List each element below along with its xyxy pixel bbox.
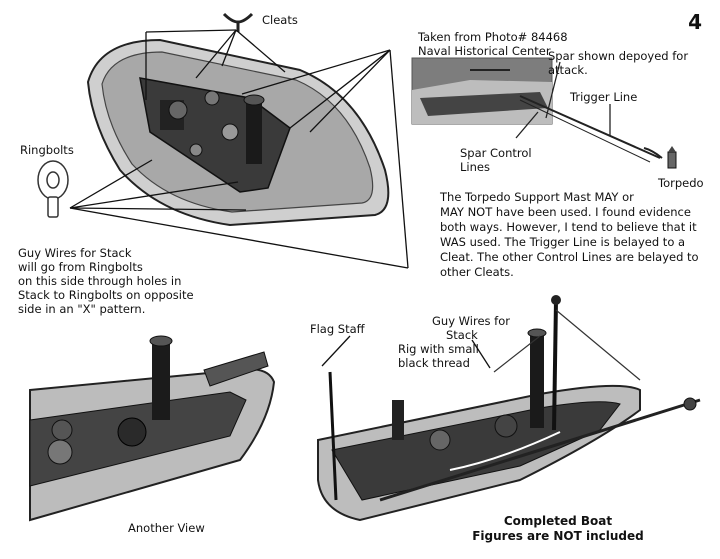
guy-wires-label-line2: Stack: [446, 328, 478, 342]
trigger-line-label: Trigger Line: [570, 90, 638, 104]
torpedo-icon: [667, 146, 677, 169]
ringbolts-label: Ringbolts: [20, 143, 74, 157]
ringbolt-arrows: [69, 159, 409, 269]
boat-top-view: [86, 38, 390, 227]
photo-credit-line2: Naval Historical Center: [418, 44, 551, 58]
boat-another-view: [29, 335, 276, 522]
guy-note-line5: side in an "X" pattern.: [18, 302, 146, 316]
rig-label-line2: black thread: [398, 356, 470, 370]
photo-inset-art: [411, 57, 553, 125]
cleats-label: Cleats: [262, 13, 298, 27]
guy-note-line2: will go from Ringbolts: [18, 260, 143, 274]
guy-note-line1: Guy Wires for Stack: [18, 246, 132, 260]
spar-label-line1: Spar shown depoyed for: [548, 49, 689, 63]
completed-boat-caption: Completed Boat: [503, 514, 613, 528]
rig-label-line1: Rig with small: [398, 342, 479, 356]
mast-paragraph-line2: MAY NOT have been used. I found evidence: [440, 205, 691, 219]
mast-paragraph-line1: The Torpedo Support Mast MAY or: [440, 190, 634, 204]
flag-staff-label: Flag Staff: [310, 322, 365, 336]
mast-paragraph-line6: other Cleats.: [440, 265, 514, 279]
guy-note-line4: Stack to Ringbolts on opposite: [18, 288, 194, 302]
guy-wires-label-line1: Guy Wires for: [432, 314, 510, 328]
cleats-arrows: [145, 29, 409, 269]
guy-note-line3: on this side through holes in: [18, 274, 182, 288]
spar-control-line2: Lines: [460, 160, 490, 174]
spar-label-line2: attack.: [548, 63, 588, 77]
spar-control-line1: Spar Control: [460, 146, 532, 160]
figures-note-caption: Figures are NOT included: [472, 529, 644, 543]
torpedo-label: Torpedo: [658, 176, 704, 190]
bottom-arrows: [321, 335, 491, 369]
another-view-caption: Another View: [128, 521, 205, 535]
mast-paragraph-line3: both ways. However, I tend to believe th…: [440, 220, 697, 234]
mast-paragraph-line5: Cleat. The other Control Lines are belay…: [440, 250, 699, 264]
mast-paragraph-line4: WAS used. The Trigger Line is belayed to…: [440, 235, 686, 249]
boat-completed: [317, 295, 701, 522]
cleat-icon: [222, 12, 254, 32]
ringbolt-icon: [37, 160, 69, 218]
page-number: 4: [688, 10, 702, 34]
spar-diagram: [515, 61, 663, 163]
photo-credit-line1: Taken from Photo# 84468: [418, 30, 568, 44]
